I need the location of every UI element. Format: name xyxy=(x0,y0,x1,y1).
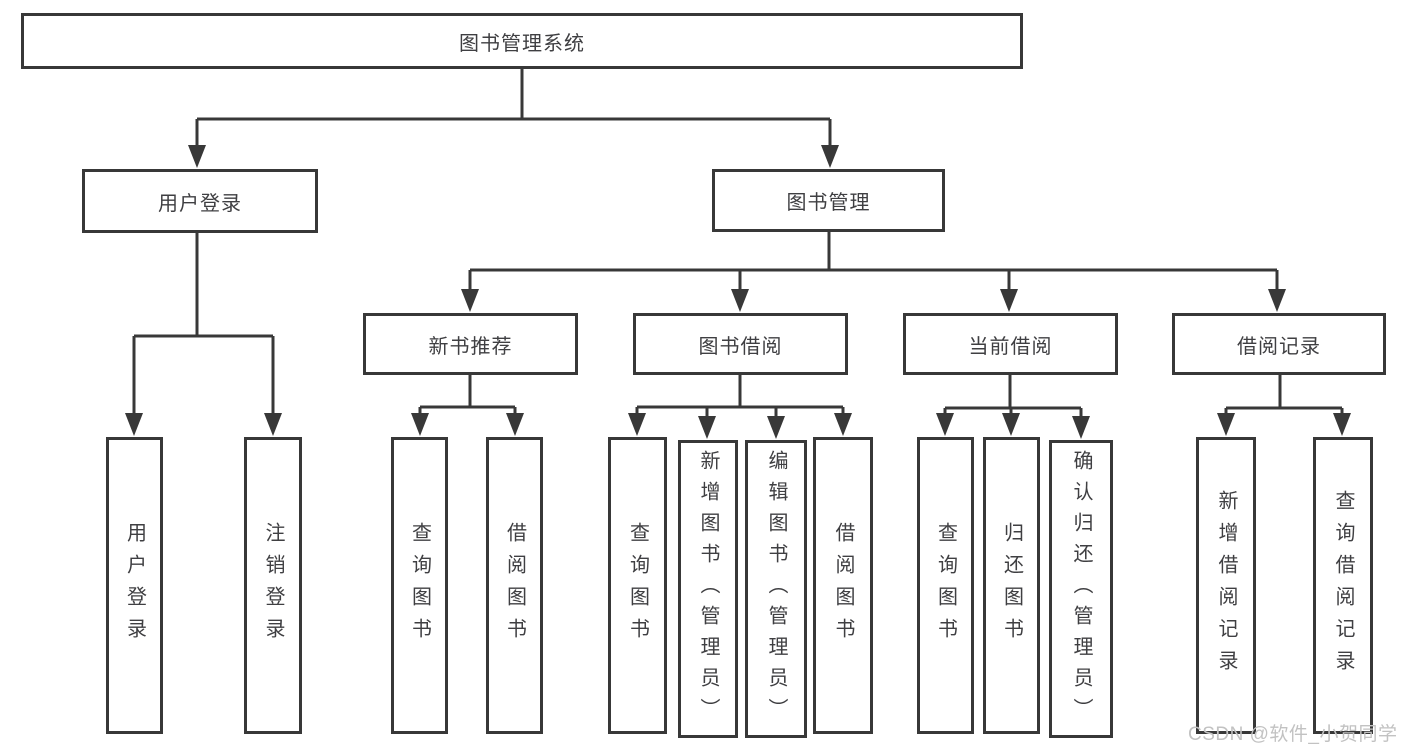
leaf-user-login: 用户登录 xyxy=(106,437,163,734)
connector-root-to-level2 xyxy=(188,69,839,168)
leaf-logout-label: 注销登录 xyxy=(262,521,284,650)
node-root-library-system: 图书管理系统 xyxy=(21,13,1023,69)
connector-recommend-to-leaves xyxy=(411,375,524,436)
leaf-query-books-borrow: 查询图书 xyxy=(608,437,667,734)
csdn-watermark: CSDN @软件_小贺同学 xyxy=(1188,724,1398,745)
leaf-return-books: 归还图书 xyxy=(983,437,1040,734)
leaf-query-books-current-label: 查询图书 xyxy=(934,521,957,650)
connector-records-to-leaves xyxy=(1217,375,1351,436)
leaf-query-books-borrow-label: 查询图书 xyxy=(626,521,649,650)
node-borrowing-records-label: 借阅记录 xyxy=(1237,335,1321,358)
node-book-management-label: 图书管理 xyxy=(786,192,871,214)
leaf-add-borrow-record-label: 新增借阅记录 xyxy=(1215,489,1237,682)
node-new-book-recommend-label: 新书推荐 xyxy=(428,335,513,358)
leaf-edit-book-admin: 编辑图书（管理员） xyxy=(745,440,807,738)
leaf-query-borrow-record: 查询借阅记录 xyxy=(1313,437,1373,734)
connector-login-to-leaves xyxy=(125,233,282,436)
leaf-query-books-recommend: 查询图书 xyxy=(391,437,448,734)
node-current-borrowing-label: 当前借阅 xyxy=(968,335,1053,358)
leaf-user-login-label: 用户登录 xyxy=(123,521,146,650)
connector-current-to-leaves xyxy=(936,375,1090,439)
connector-mgmt-to-groups xyxy=(461,232,1286,312)
node-user-login-branch: 用户登录 xyxy=(82,169,318,233)
leaf-add-book-admin: 新增图书（管理员） xyxy=(678,440,738,738)
leaf-query-books-current: 查询图书 xyxy=(917,437,974,734)
leaf-borrow-books-recommend: 借阅图书 xyxy=(486,437,543,734)
leaf-confirm-return-admin: 确认归还（管理员） xyxy=(1049,440,1113,738)
node-book-borrowing: 图书借阅 xyxy=(633,313,848,375)
leaf-logout: 注销登录 xyxy=(244,437,302,734)
leaf-add-borrow-record: 新增借阅记录 xyxy=(1196,437,1256,734)
node-user-login-label: 用户登录 xyxy=(158,192,242,215)
node-current-borrowing: 当前借阅 xyxy=(903,313,1118,375)
leaf-query-borrow-record-label: 查询借阅记录 xyxy=(1332,489,1354,682)
leaf-query-books-recommend-label: 查询图书 xyxy=(408,521,431,650)
leaf-borrow-books-borrow: 借阅图书 xyxy=(813,437,873,734)
node-root-label: 图书管理系统 xyxy=(459,32,585,55)
leaf-borrow-books-recommend-label: 借阅图书 xyxy=(503,521,526,650)
node-book-borrowing-label: 图书借阅 xyxy=(698,335,783,358)
leaf-borrow-books-borrow-label: 借阅图书 xyxy=(832,521,854,650)
node-book-management-branch: 图书管理 xyxy=(712,169,945,232)
leaf-edit-book-admin-label: 编辑图书（管理员） xyxy=(765,449,787,729)
node-new-book-recommend: 新书推荐 xyxy=(363,313,578,375)
leaf-return-books-label: 归还图书 xyxy=(1000,521,1023,650)
connector-borrow-to-leaves xyxy=(628,375,852,439)
leaf-add-book-admin-label: 新增图书（管理员） xyxy=(697,449,719,729)
node-borrowing-records: 借阅记录 xyxy=(1172,313,1386,375)
leaf-confirm-return-admin-label: 确认归还（管理员） xyxy=(1070,449,1092,729)
